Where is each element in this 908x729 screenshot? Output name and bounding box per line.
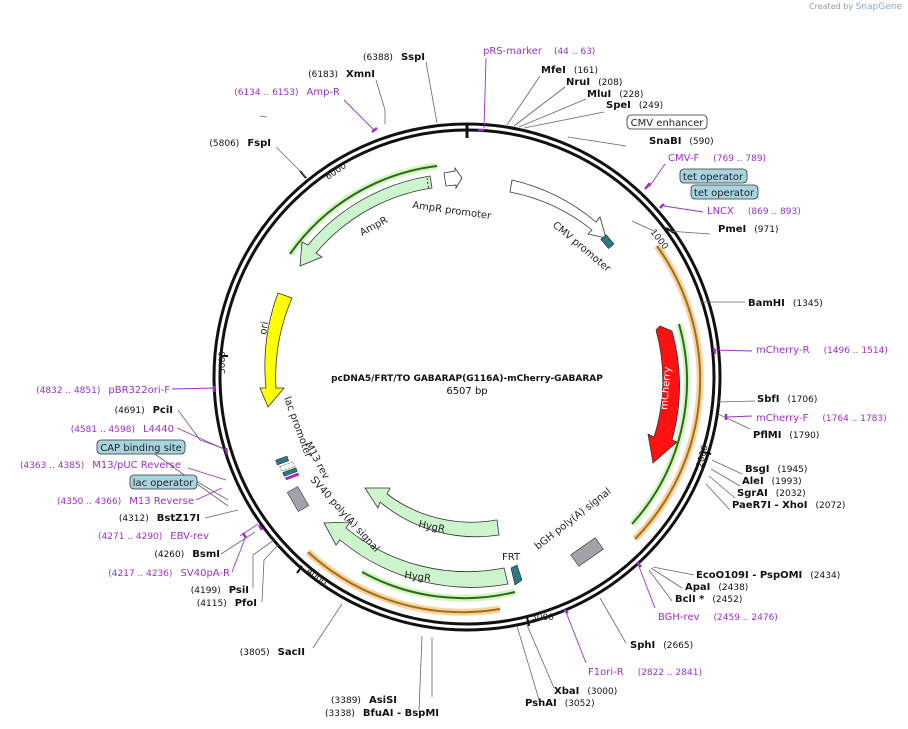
site-snabi: SnaBI(590) bbox=[649, 136, 714, 147]
leader-lines bbox=[151, 61, 756, 711]
green-orf-bottom bbox=[361, 571, 516, 600]
primer-m13-reverse: (4350 .. 4366)M13 Reverse bbox=[57, 496, 194, 507]
mcherry-arrow bbox=[647, 325, 680, 464]
hygr-arrow-upper bbox=[364, 487, 500, 538]
cap-binding-site-label: CAP binding site bbox=[100, 443, 182, 454]
label-hygr-lower: HygR bbox=[404, 570, 432, 585]
green-orf-right bbox=[631, 323, 688, 525]
site-ecoo109i-pspomi: EcoO109I - PspOMI(2434) bbox=[696, 570, 840, 581]
site-bfuai-bspmi: (3338)BfuAI - BspMI bbox=[325, 708, 439, 719]
snapgene-credit: Created by SnapGene bbox=[809, 2, 902, 12]
primer-leader-lines bbox=[171, 57, 753, 664]
m13-rev-primer-mark bbox=[285, 472, 300, 481]
primer-mcherry-r: mCherry-R(1496 .. 1514) bbox=[756, 345, 888, 356]
plasmid-name: pcDNA5/FRT/TO GABARAP(G116A)-mCherry-GAB… bbox=[331, 374, 603, 384]
primer-mcherry-f: mCherry-F(1764 .. 1783) bbox=[756, 413, 887, 424]
tet-operator-tag-2: tet operator bbox=[690, 184, 759, 200]
label-hygr-upper: HygR bbox=[417, 519, 445, 535]
credit-prefix: Created by bbox=[809, 2, 854, 11]
mcherry-orf-right bbox=[634, 245, 702, 540]
site-mfei: MfeI(161) bbox=[541, 65, 598, 76]
site-bamhi: BamHI(1345) bbox=[748, 298, 823, 309]
tick-3000: 3000 bbox=[531, 613, 554, 623]
site-fspi: (5806)FspI bbox=[209, 138, 271, 149]
primer-lncx: LNCX(869 .. 893) bbox=[707, 206, 801, 217]
primers: pRS-marker(44 .. 63) (6134 .. 6153)Amp-R… bbox=[20, 46, 888, 678]
label-frt: FRT bbox=[502, 552, 521, 563]
green-orf-left bbox=[289, 165, 438, 255]
site-sacii: (3805)SacII bbox=[240, 647, 305, 658]
site-asisi: (3389)AsiSI bbox=[331, 695, 397, 706]
site-pcii: (4691)PciI bbox=[115, 405, 173, 416]
m13-rev-mark bbox=[282, 467, 298, 477]
cap-binding-site-tag: CAP binding site bbox=[96, 439, 186, 455]
tet-operator-label-1: tet operator bbox=[683, 172, 744, 183]
cmv-enhancer-tag: CMV enhancer bbox=[626, 114, 708, 130]
site-paer7i-xhoi: PaeR7I - XhoI(2072) bbox=[732, 500, 845, 511]
site-nrui: NruI(208) bbox=[566, 77, 622, 88]
site-bcli: BclI *(2452) bbox=[675, 594, 742, 605]
sv40-box bbox=[286, 486, 310, 512]
site-bsmi: (4260)BsmI bbox=[154, 549, 220, 560]
site-xmni: (6183)XmnI bbox=[308, 69, 375, 80]
primer-amp-r: (6134 .. 6153)Amp-R bbox=[234, 87, 340, 98]
lac-promoter-mark bbox=[279, 461, 295, 472]
lac-operator-label: lac operator bbox=[133, 478, 194, 489]
tet-operator-tag-1: tet operator bbox=[679, 168, 748, 184]
site-sphi: SphI(2665) bbox=[630, 640, 693, 651]
primer-ebv-rev: (4271 .. 4290)EBV-rev bbox=[98, 531, 209, 542]
primer-l4440: (4581 .. 4598)L4440 bbox=[71, 424, 174, 435]
frt-arrow bbox=[510, 564, 523, 586]
orf-bottom bbox=[307, 551, 501, 614]
label-bgh: bGH poly(A) signal bbox=[533, 486, 613, 552]
hygr-arrow-lower bbox=[323, 521, 509, 588]
label-ori: ori bbox=[258, 321, 271, 336]
primer-pbr322ori-f: (4832 .. 4851)pBR322ori-F bbox=[36, 385, 170, 396]
lac-operator-tag: lac operator bbox=[129, 474, 198, 490]
label-mcherry: mCherry bbox=[659, 366, 674, 410]
bgh-box bbox=[570, 537, 604, 567]
restriction-sites: (6388)SspI (6183)XmnI (5806)FspI MfeI(16… bbox=[115, 52, 846, 719]
primer-f1ori-r: F1ori-R(2822 .. 2841) bbox=[588, 667, 702, 678]
plasmid-size: 6507 bp bbox=[446, 386, 487, 397]
ori-arrow bbox=[259, 292, 293, 408]
lac-operator-mark bbox=[275, 455, 289, 466]
site-pshai: PshAI(3052) bbox=[525, 698, 595, 709]
site-pfoi: (4115)PfoI bbox=[197, 598, 257, 609]
tick-5000: 5000 bbox=[218, 351, 228, 374]
primer-ticks bbox=[212, 127, 728, 614]
label-amp-promoter: AmpR promoter bbox=[412, 200, 493, 222]
site-sspi: (6388)SspI bbox=[363, 52, 425, 63]
site-pmei: PmeI(971) bbox=[718, 224, 778, 235]
site-psii: (4199)PsiI bbox=[191, 585, 249, 596]
ampr-promoter-arrow bbox=[443, 166, 463, 190]
site-bstz17i: (4312)BstZ17I bbox=[119, 513, 200, 524]
site-spei: SpeI(249) bbox=[606, 100, 663, 111]
site-xbai: XbaI(3000) bbox=[554, 686, 617, 697]
primer-sv40pa-r: (4217 .. 4236)SV40pA-R bbox=[108, 568, 230, 579]
snapgene-logo-text: SnapGene bbox=[855, 2, 902, 12]
primer-m13-puc-reverse: (4363 .. 4385)M13/pUC Reverse bbox=[20, 460, 181, 471]
site-sgrai: SgrAI(2032) bbox=[737, 488, 806, 499]
site-pflmi: PflMI(1790) bbox=[753, 430, 819, 441]
site-bsgi: BsgI(1945) bbox=[745, 464, 807, 475]
cmv-enhancer-label: CMV enhancer bbox=[631, 118, 705, 129]
tet-operator-label-2: tet operator bbox=[694, 188, 755, 199]
primer-cmv-f: CMV-F(769 .. 789) bbox=[668, 153, 766, 164]
site-alei: AleI(1993) bbox=[742, 476, 802, 487]
site-apai: ApaI(2438) bbox=[685, 582, 748, 593]
ampr-arrow bbox=[299, 175, 433, 267]
tet-operator-mark bbox=[600, 234, 615, 249]
primer-prs-marker: pRS-marker(44 .. 63) bbox=[483, 46, 595, 57]
label-ampr: AmpR bbox=[358, 215, 390, 239]
site-sbfi: SbfI(1706) bbox=[757, 394, 817, 405]
primer-bgh-rev: BGH-rev(2459 .. 2476) bbox=[658, 612, 778, 623]
site-mlui: MluI(228) bbox=[587, 89, 643, 100]
